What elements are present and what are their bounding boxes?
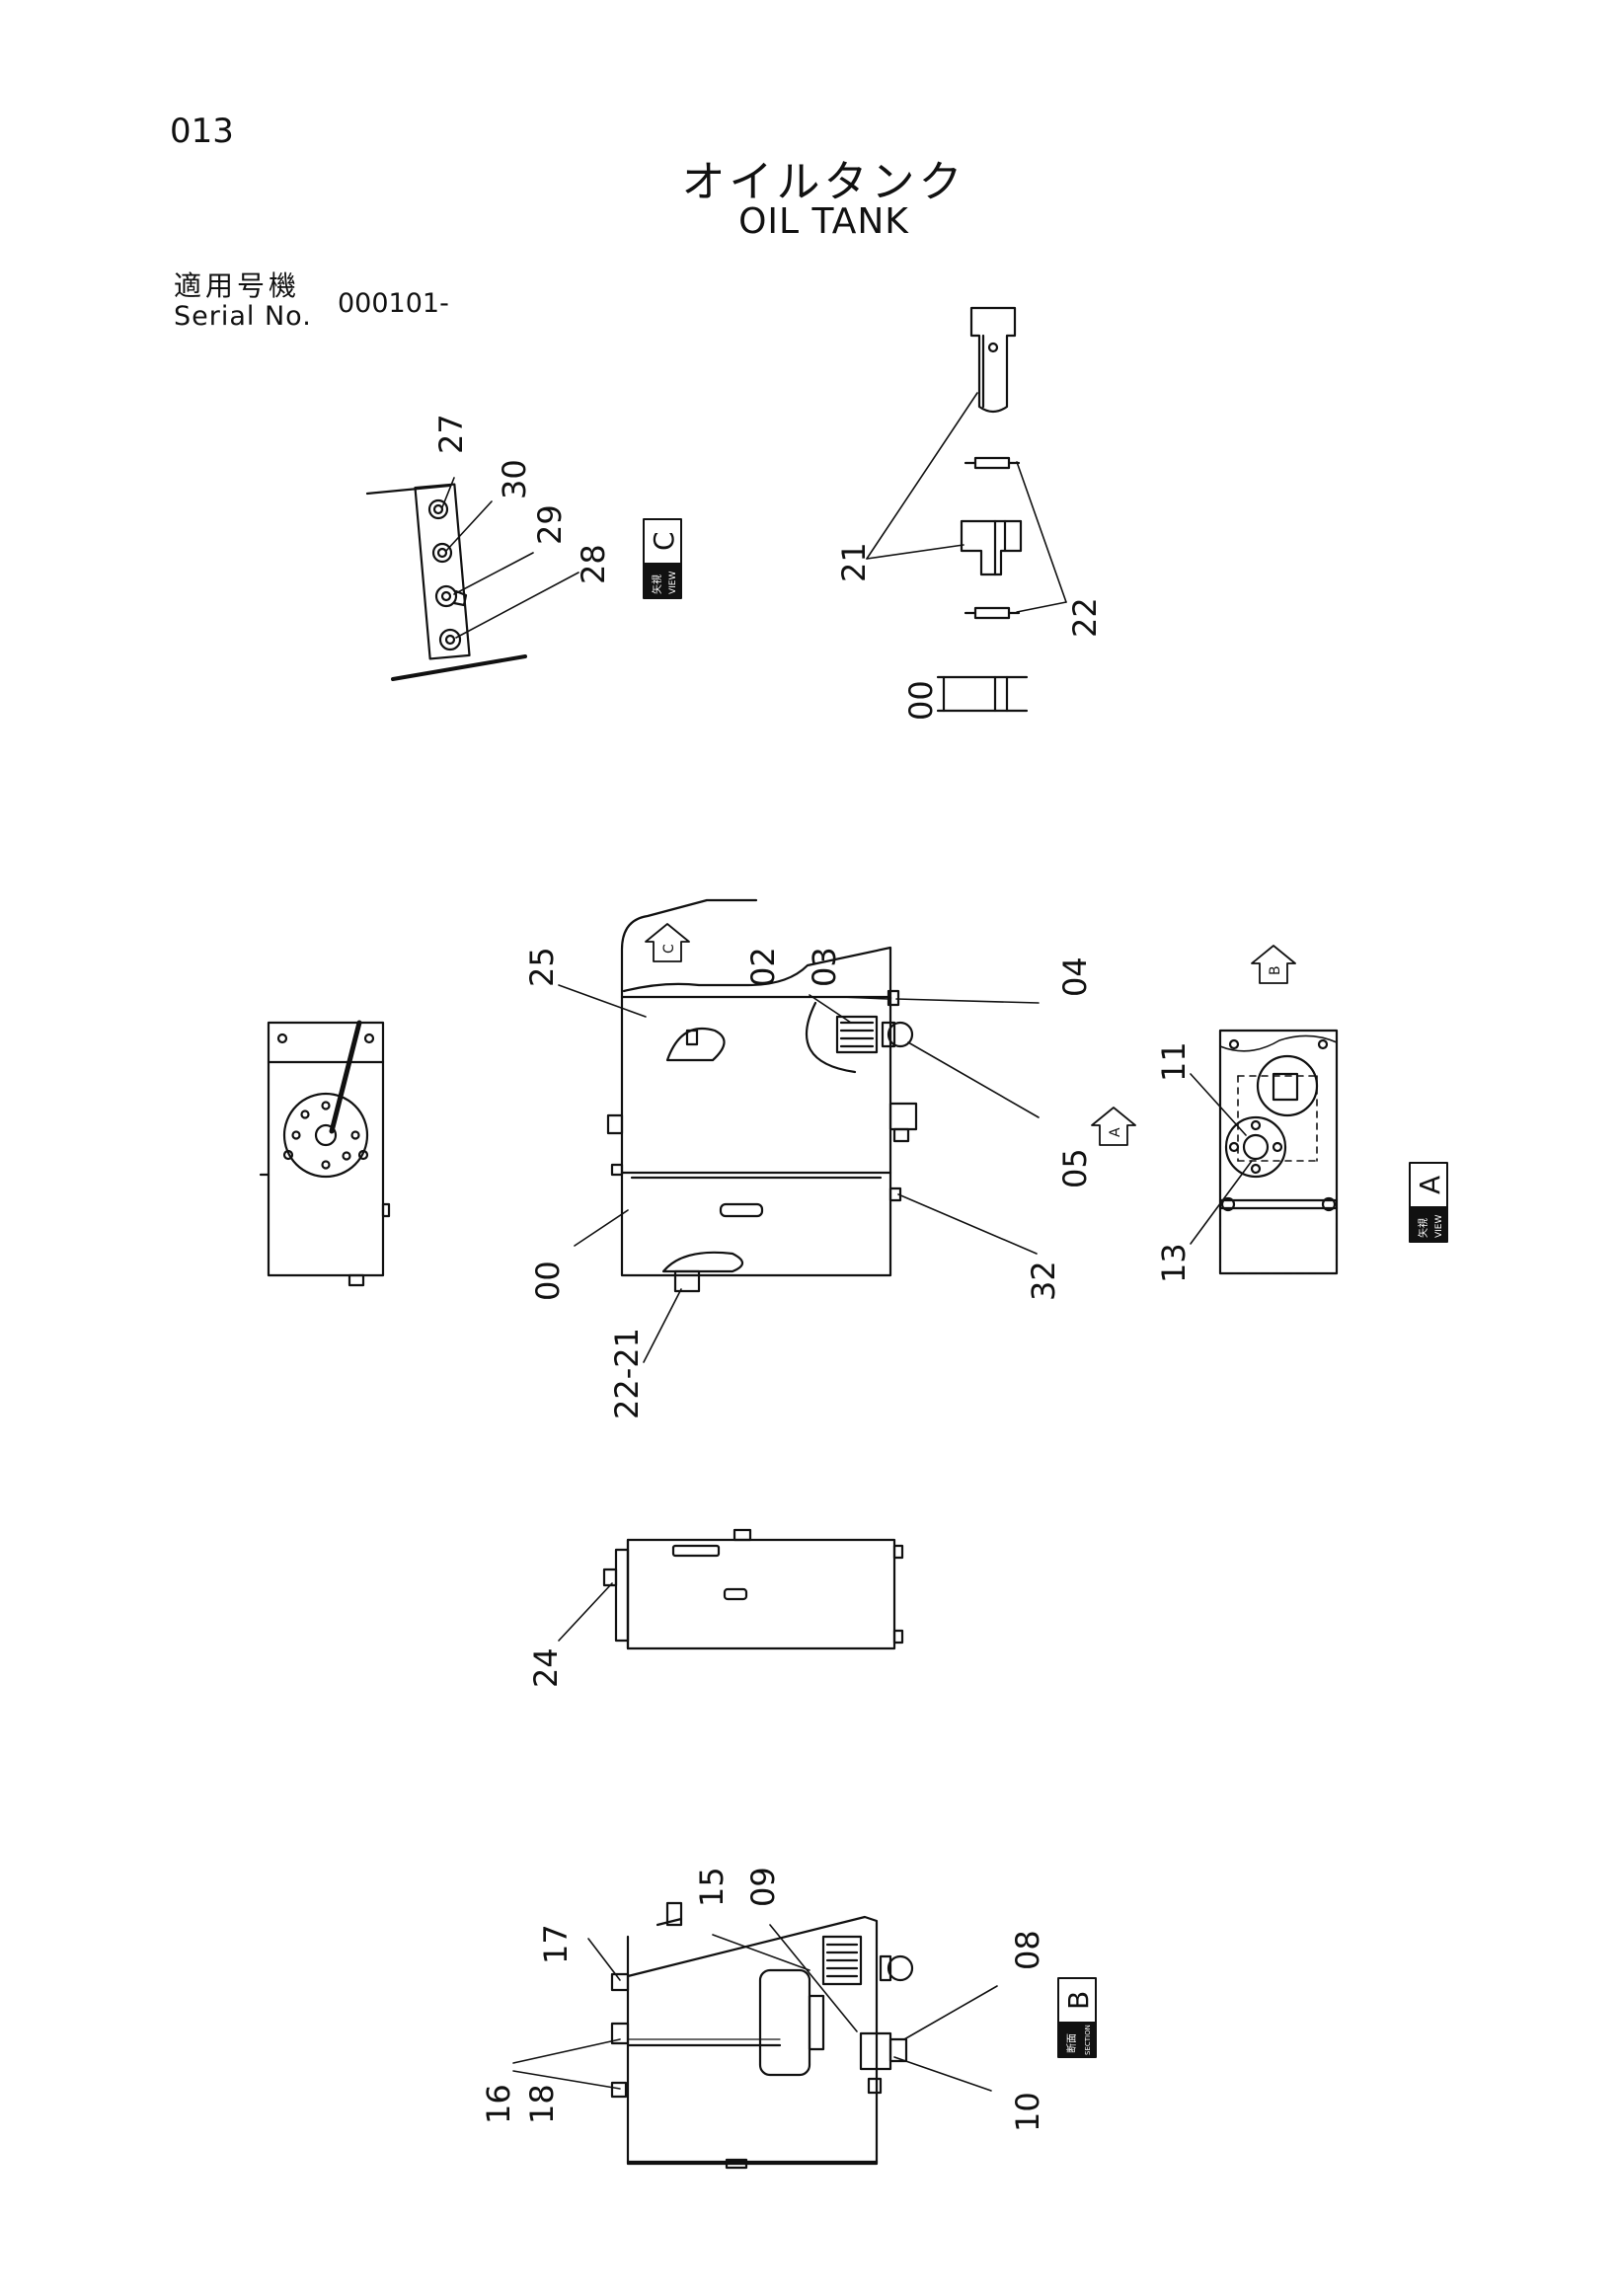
section-b-en: SECTION (1084, 2025, 1092, 2055)
view-c-en: VIEW (668, 572, 678, 594)
view-arrow-b-letter: B (1268, 965, 1283, 975)
callout-24: 24 (527, 1647, 565, 1688)
callout-08: 08 (1009, 1930, 1046, 1970)
view-c-bracket-detail (365, 477, 579, 681)
callout-27: 27 (432, 414, 470, 454)
callout-25: 25 (523, 947, 561, 987)
view-arrow-a: A (1091, 1107, 1136, 1146)
leader-lines (1190, 1073, 1253, 1245)
callout-00-main: 00 (529, 1261, 567, 1301)
drain-plug-detail (866, 306, 1067, 713)
view-arrow-c-letter: C (661, 944, 677, 954)
callout-02: 02 (744, 947, 782, 987)
callout-09: 09 (744, 1867, 782, 1907)
page-number: 013 (170, 112, 234, 151)
section-b-jp: 断面 (1065, 2033, 1078, 2053)
view-a-jp: 矢視 (1417, 1218, 1429, 1238)
view-a-letter: A (1414, 1176, 1446, 1194)
callout-00-drain: 00 (902, 680, 940, 721)
tank-main-view (558, 898, 1040, 1363)
section-b-letter: B (1062, 1991, 1095, 2010)
callout-18: 18 (523, 2084, 561, 2124)
serial-number-value: 000101- (338, 288, 449, 319)
view-arrow-c: C (645, 923, 690, 962)
leader-lines (558, 984, 1040, 1363)
leader-lines (441, 477, 579, 639)
tank-section-b (512, 1901, 998, 2170)
tank-view-a (1190, 1029, 1339, 1275)
view-c-letter: C (648, 531, 680, 551)
tank-side-view-left (259, 1020, 391, 1287)
callout-03: 03 (806, 947, 843, 987)
callout-11: 11 (1155, 1041, 1193, 1082)
title-english: OIL TANK (738, 201, 909, 242)
callout-22-21: 22-21 (608, 1328, 646, 1419)
callout-30: 30 (496, 459, 533, 499)
callout-28: 28 (575, 544, 612, 584)
view-arrow-a-letter: A (1108, 1127, 1123, 1137)
callout-04: 04 (1056, 957, 1094, 997)
tank-lower-view (558, 1528, 904, 1650)
callout-21: 21 (835, 542, 873, 582)
callout-05: 05 (1056, 1148, 1094, 1188)
leader-lines (866, 392, 1067, 613)
view-a-en: VIEW (1434, 1215, 1444, 1238)
leader-lines (558, 1582, 613, 1642)
callout-22: 22 (1066, 597, 1104, 638)
view-arrow-b: B (1251, 945, 1296, 984)
view-c-label: 矢視 VIEW C (643, 518, 682, 599)
bracket-bolts (427, 498, 468, 651)
leader-lines (512, 1924, 998, 2092)
callout-29: 29 (531, 504, 569, 545)
title-japanese: オイルタンク (681, 157, 966, 207)
callout-10: 10 (1009, 2092, 1046, 2132)
callout-16: 16 (480, 2084, 517, 2124)
callout-32: 32 (1025, 1261, 1062, 1301)
serial-label-japanese: 適用号機 (174, 269, 301, 302)
section-b-label: 断面 SECTION B (1057, 1977, 1097, 2058)
view-c-jp: 矢視 (651, 574, 663, 594)
callout-15: 15 (693, 1867, 731, 1907)
serial-label-english: Serial No. (174, 301, 312, 332)
callout-13: 13 (1155, 1243, 1193, 1283)
view-a-label: 矢視 VIEW A (1409, 1162, 1448, 1243)
callout-17: 17 (537, 1924, 575, 1964)
